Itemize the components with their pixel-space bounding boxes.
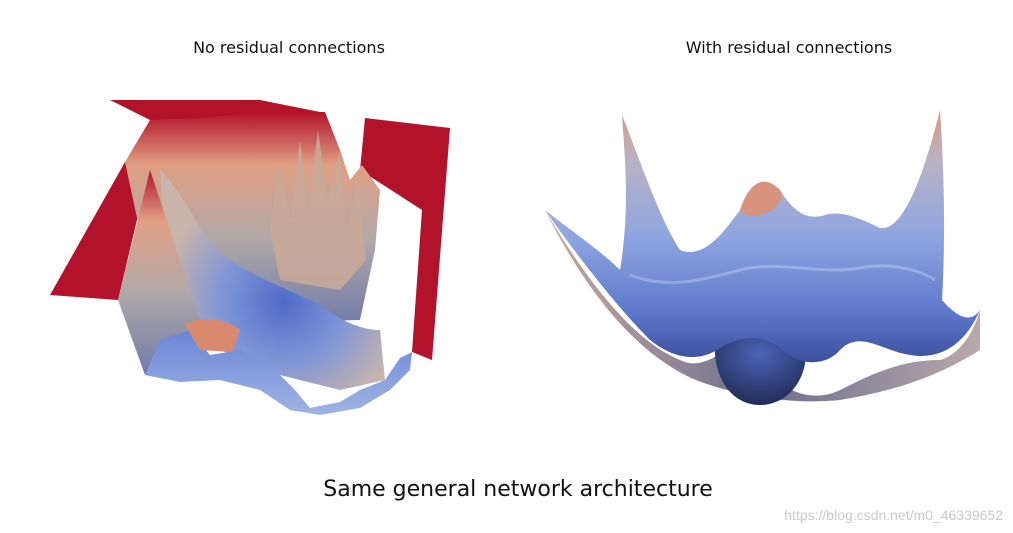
left-front-wall	[118, 170, 200, 375]
left-red-plateau-left	[50, 162, 150, 300]
right-surface-ripple	[629, 264, 936, 285]
watermark: https://blog.csdn.net/m0_46339652	[784, 507, 1003, 523]
left-red-plateau-right	[360, 118, 450, 360]
left-panel-title: No residual connections	[193, 38, 385, 57]
loss-surface-with-residual	[545, 110, 980, 405]
left-orange-ledge	[185, 318, 240, 352]
left-jagged-floor	[145, 330, 412, 415]
left-spiky-ridge	[270, 130, 366, 290]
loss-surface-no-residual	[50, 100, 450, 415]
right-panel-title: With residual connections	[685, 38, 893, 57]
left-red-plateau-top	[110, 100, 320, 125]
figure-caption: Same general network architecture	[323, 477, 713, 502]
right-central-peak	[740, 181, 782, 216]
right-main-surface	[545, 110, 980, 363]
right-underside	[545, 210, 980, 402]
